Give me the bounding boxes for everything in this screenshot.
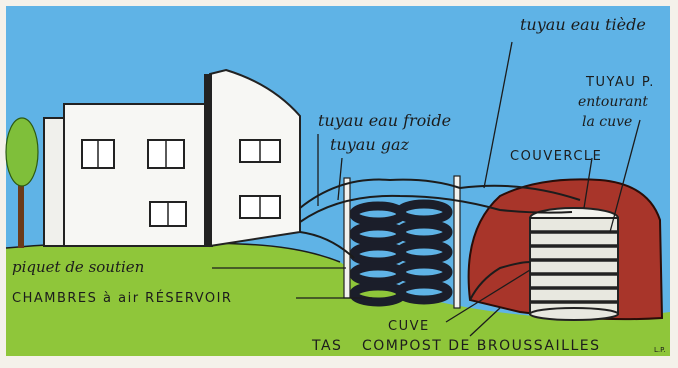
label-cuve: CUVE (388, 319, 430, 334)
label-signature: L.P. (654, 346, 665, 354)
label-tuyau-gaz: tuyau gaz (330, 135, 409, 154)
house-wall-divider (204, 74, 212, 246)
tree-foliage (5, 117, 39, 187)
cold-water-pipe (299, 194, 573, 223)
label-compost: COMPOST DE BROUSSAILLES (362, 338, 600, 354)
tree (5, 117, 39, 248)
gas-pipe (299, 178, 581, 209)
label-chambres: CHAMBRES à air RÉSERVOIR (12, 290, 232, 306)
grass-ground (6, 241, 670, 356)
support-stake (453, 175, 461, 309)
tank-body (529, 217, 619, 315)
label-la-cuve: la cuve (582, 114, 632, 130)
label-tuyau-p: TUYAU P. (585, 75, 655, 90)
label-couvercle: COUVERCLE (510, 149, 602, 164)
house-main-block (63, 103, 213, 247)
pipe-to-tank (469, 261, 531, 301)
label-piquet: piquet de soutien (12, 258, 144, 276)
label-tas: TAS (311, 338, 342, 354)
inner-tube-coils (349, 199, 453, 307)
pipe-to-coils (299, 231, 355, 259)
label-tuyau-froide: tuyau eau froide (318, 111, 451, 130)
support-stake (343, 177, 351, 299)
label-entourant: entourant (578, 94, 648, 110)
tree-trunk (18, 178, 24, 248)
tank-base (529, 307, 619, 321)
house (43, 68, 301, 248)
leader-lines (212, 41, 641, 337)
pipes (299, 178, 581, 301)
label-tuyau-tiede: tuyau eau tiède (520, 15, 646, 34)
tank (529, 207, 619, 321)
